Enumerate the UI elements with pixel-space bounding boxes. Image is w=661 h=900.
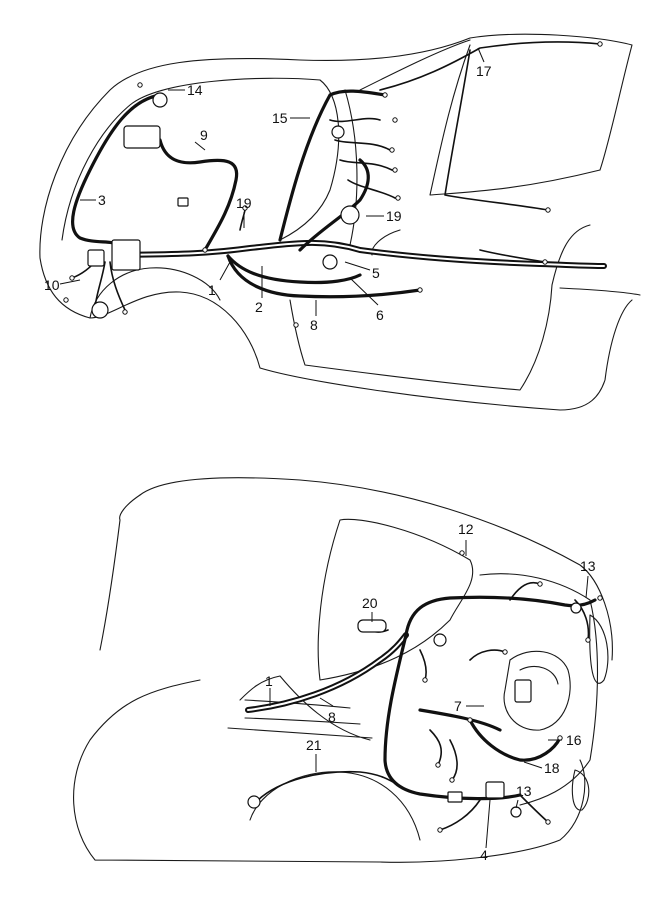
bottom-component-13-upper	[570, 602, 582, 614]
callout-18: 18	[544, 760, 560, 776]
bottom-terminals	[422, 550, 603, 833]
bottom-window	[317, 518, 474, 681]
bottom-harness-12-13	[404, 595, 597, 637]
top-hood-line	[61, 77, 321, 241]
bottom-component-7	[514, 679, 532, 703]
bottom-harness-21	[257, 770, 401, 801]
top-harness-19	[239, 209, 246, 231]
bottom-component-coil	[433, 633, 447, 647]
top-harness-9	[158, 138, 239, 252]
bottom-component-lamp-21	[247, 795, 261, 809]
top-wire-rear	[479, 249, 546, 263]
callout-2: 2	[255, 299, 263, 315]
bottom-rear-lamp	[571, 614, 609, 811]
bottom-view	[73, 477, 613, 863]
top-component-switch-2	[322, 254, 338, 270]
top-callouts: 14 9 3 19 15 17 19 10 1 2 8 5 6	[44, 63, 492, 333]
top-component-gauge	[331, 125, 345, 139]
top-component-switch	[340, 205, 360, 225]
bottom-body-outline	[73, 477, 613, 863]
bottom-component-box	[447, 791, 463, 803]
bottom-component-4	[485, 781, 505, 799]
callout-7: 7	[454, 698, 462, 714]
top-harness-14	[278, 89, 387, 242]
bottom-fan-housing	[503, 650, 571, 731]
callout-11: 14	[187, 82, 203, 98]
top-harness-15	[379, 41, 601, 211]
bottom-leaders	[269, 540, 589, 849]
callout-8: 8	[310, 317, 318, 333]
top-main-harness	[112, 239, 607, 269]
top-door-line	[289, 224, 591, 391]
bottom-harness-7	[418, 708, 502, 732]
bottom-harness-4-18	[383, 633, 522, 801]
bottom-main-harness-inner	[247, 634, 407, 711]
top-view	[39, 33, 641, 411]
bottom-wire-bundle	[419, 581, 590, 781]
top-harness-2	[226, 254, 362, 285]
callout-17: 19	[386, 208, 402, 224]
top-terminals	[63, 41, 603, 328]
bottom-callouts: 12 13 20 1 8 7 21 16 18 13 4	[265, 521, 596, 863]
callout-13-upper: 13	[580, 558, 596, 574]
callout-14: 15	[272, 110, 288, 126]
top-component-connector	[177, 197, 189, 207]
top-component-box-9	[123, 125, 161, 149]
callout-21: 21	[306, 737, 322, 753]
bottom-door	[227, 675, 373, 741]
callout-20: 20	[362, 595, 378, 611]
callout-15: 17	[476, 63, 492, 79]
callout-3: 3	[98, 192, 106, 208]
bottom-harness-16	[468, 718, 562, 762]
callout-1: 1	[208, 282, 216, 298]
callout-4: 4	[480, 847, 488, 863]
top-harness-8	[226, 254, 422, 299]
callout-5: 5	[372, 265, 380, 281]
callout-9: 9	[200, 127, 208, 143]
bottom-wire-lower	[439, 794, 549, 831]
top-sill-line	[559, 287, 641, 296]
top-leaders	[59, 47, 485, 316]
callout-16: 16	[566, 732, 582, 748]
top-harness-17	[298, 158, 370, 252]
top-body-outline	[39, 33, 633, 411]
callout-8-bottom: 8	[328, 709, 336, 725]
bottom-roof-line	[99, 494, 141, 651]
bottom-component-13-lower	[510, 806, 522, 818]
top-main-harness-inner	[114, 241, 605, 267]
top-wheel-arch	[89, 267, 221, 319]
callout-6: 6	[376, 307, 384, 323]
callout-19: 19	[236, 195, 252, 211]
bottom-engine-lid	[479, 573, 599, 806]
callout-12: 12	[458, 521, 474, 537]
top-component-relay	[87, 249, 105, 267]
top-component-fusebox	[111, 239, 141, 271]
bottom-sill	[244, 699, 361, 725]
top-harness-3	[71, 93, 162, 247]
callout-1-bottom: 1	[265, 673, 273, 689]
top-wire-bundle-window	[329, 117, 396, 199]
top-component-lamp-11	[152, 92, 168, 108]
top-windshield-frame	[279, 79, 358, 246]
callout-13-lower: 13	[516, 783, 532, 799]
top-component-horn	[91, 301, 109, 319]
callout-10: 10	[44, 277, 60, 293]
